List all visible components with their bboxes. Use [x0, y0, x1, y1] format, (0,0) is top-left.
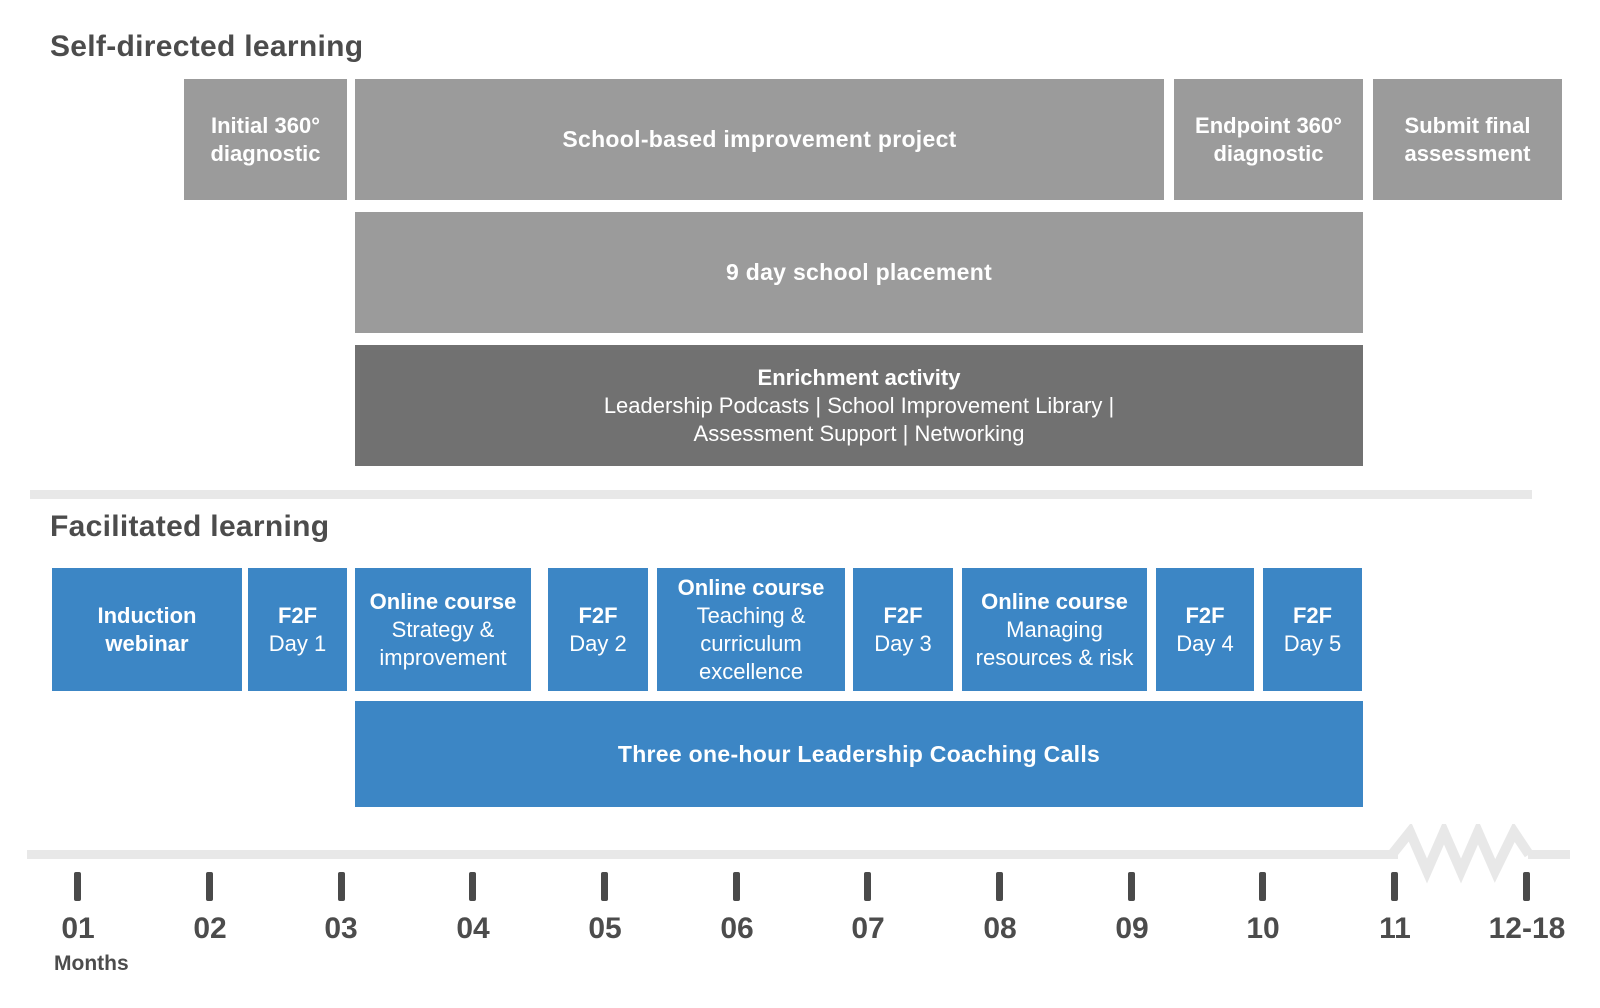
axis-tick-05 — [601, 872, 608, 901]
online-course-teaching-box: Online course Teaching & curriculum exce… — [657, 568, 845, 691]
endpoint-360-diagnostic-box: Endpoint 360° diagnostic — [1174, 79, 1363, 200]
f2f-day-3-title: F2F — [883, 602, 923, 628]
enrichment-activity-line2: Assessment Support | Networking — [693, 420, 1025, 446]
online-course-managing-box: Online course Managing resources & risk — [962, 568, 1147, 691]
axis-month-label-02: 02 — [193, 912, 227, 945]
axis-month-label-09: 09 — [1115, 912, 1149, 945]
axis-tick-03 — [338, 872, 345, 901]
f2f-day-5-box: F2F Day 5 — [1263, 568, 1362, 691]
axis-month-label-08: 08 — [983, 912, 1017, 945]
axis-tick-12-18 — [1523, 872, 1530, 901]
axis-tick-09 — [1128, 872, 1135, 901]
f2f-day-1-title: F2F — [277, 602, 318, 628]
f2f-day-2-title: F2F — [578, 602, 618, 628]
axis-month-label-04: 04 — [456, 912, 490, 945]
axis-month-label-03: 03 — [324, 912, 358, 945]
online-course-teaching-title: Online course — [677, 574, 825, 600]
axis-tick-08 — [996, 872, 1003, 901]
axis-month-label-05: 05 — [588, 912, 622, 945]
f2f-day-1-day: Day 1 — [268, 630, 327, 656]
section-divider — [30, 490, 1532, 499]
enrichment-activity-line1: Leadership Podcasts | School Improvement… — [603, 392, 1115, 418]
induction-webinar-label: Induction webinar — [97, 602, 197, 656]
online-course-strategy-box: Online course Strategy & improvement — [355, 568, 531, 691]
initial-360-diagnostic-label: Initial 360° diagnostic — [210, 112, 321, 166]
f2f-day-4-day: Day 4 — [1176, 630, 1234, 656]
f2f-day-4-box: F2F Day 4 — [1156, 568, 1254, 691]
submit-final-assessment-box: Submit final assessment — [1373, 79, 1562, 200]
axis-tick-02 — [206, 872, 213, 901]
axis-month-label-01: 01 — [61, 912, 95, 945]
axis-tick-01 — [74, 872, 81, 901]
coaching-calls-label: Three one-hour Leadership Coaching Calls — [617, 740, 1101, 767]
axis-tick-10 — [1259, 872, 1266, 901]
f2f-day-3-box: F2F Day 3 — [853, 568, 953, 691]
online-course-managing-title: Online course — [981, 588, 1128, 614]
facilitated-heading: Facilitated learning — [50, 510, 330, 543]
school-improvement-project-box: School-based improvement project — [355, 79, 1164, 200]
induction-webinar-box: Induction webinar — [52, 568, 242, 691]
axis-month-label-10: 10 — [1246, 912, 1280, 945]
f2f-day-1-box: F2F Day 1 — [248, 568, 347, 691]
school-improvement-project-label: School-based improvement project — [562, 126, 957, 152]
online-course-teaching-subtitle: Teaching & curriculum excellence — [696, 602, 806, 684]
school-placement-box: 9 day school placement — [355, 212, 1363, 333]
school-placement-label: 9 day school placement — [725, 259, 993, 285]
axis-tick-06 — [733, 872, 740, 901]
axis-track-right — [1528, 850, 1570, 859]
f2f-day-5-title: F2F — [1292, 602, 1333, 628]
axis-tick-07 — [864, 872, 871, 901]
online-course-strategy-title: Online course — [369, 588, 517, 614]
axis-month-label-07: 07 — [851, 912, 885, 945]
axis-break-zigzag-icon — [1388, 824, 1534, 884]
f2f-day-2-box: F2F Day 2 — [548, 568, 648, 691]
axis-tick-11 — [1391, 872, 1398, 901]
axis-tick-04 — [469, 872, 476, 901]
axis-months-caption: Months — [54, 952, 129, 975]
axis-month-label-06: 06 — [720, 912, 754, 945]
f2f-day-3-day: Day 3 — [874, 630, 932, 656]
axis-track-left — [27, 850, 1398, 859]
enrichment-activity-title: Enrichment activity — [757, 364, 961, 390]
endpoint-360-diagnostic-label: Endpoint 360° diagnostic — [1195, 112, 1342, 166]
f2f-day-4-title: F2F — [1185, 602, 1225, 628]
coaching-calls-box: Three one-hour Leadership Coaching Calls — [355, 701, 1363, 807]
online-course-managing-subtitle: Managing resources & risk — [975, 616, 1134, 670]
f2f-day-5-day: Day 5 — [1283, 630, 1342, 656]
online-course-strategy-subtitle: Strategy & improvement — [379, 616, 507, 670]
enrichment-activity-box: Enrichment activity Leadership Podcasts … — [355, 345, 1363, 466]
axis-month-label-12-18: 12-18 — [1488, 912, 1566, 945]
self-directed-heading: Self-directed learning — [50, 30, 364, 63]
f2f-day-2-day: Day 2 — [569, 630, 627, 656]
axis-month-label-11: 11 — [1379, 912, 1411, 945]
initial-360-diagnostic-box: Initial 360° diagnostic — [184, 79, 347, 200]
submit-final-assessment-label: Submit final assessment — [1404, 112, 1531, 166]
